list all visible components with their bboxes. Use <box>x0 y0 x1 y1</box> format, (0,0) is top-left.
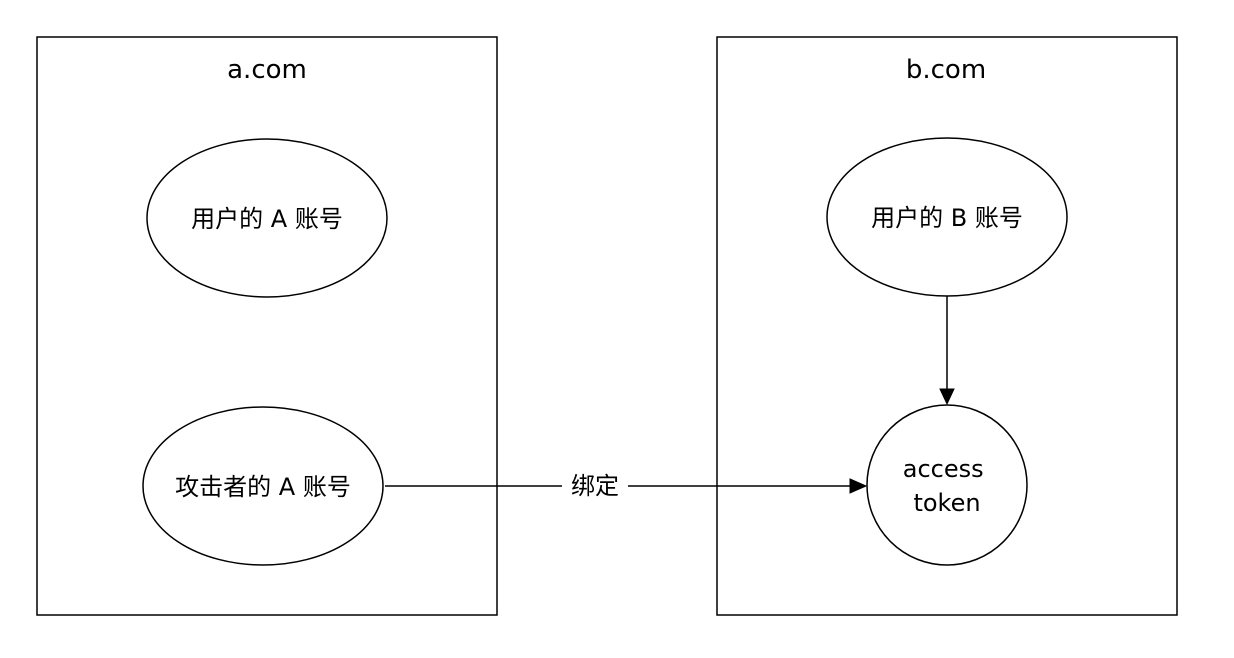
node-access-token: access token <box>866 404 1028 566</box>
container-a-com-title: a.com <box>227 55 307 85</box>
node-user-a-account-shape <box>146 138 388 298</box>
node-access-token-shape <box>866 404 1028 566</box>
container-b-com-title: b.com <box>906 55 986 85</box>
node-attacker-a-account-shape <box>142 406 384 566</box>
node-user-b-account-shape <box>826 137 1068 297</box>
node-attacker-a-account: 攻击者的 A 账号 <box>142 406 384 566</box>
node-attacker-a-account-label: 攻击者的 A 账号 <box>175 473 351 501</box>
edge-bind-label: 绑定 <box>571 472 619 500</box>
edge-bind: 绑定 <box>385 468 868 502</box>
node-user-a-account-label: 用户的 A 账号 <box>191 205 343 233</box>
arrowhead-right-icon <box>849 478 868 494</box>
edge-bind-label-bg <box>562 468 628 502</box>
node-user-b-account: 用户的 B 账号 <box>826 137 1068 297</box>
node-access-token-label-line-1: access <box>903 455 984 483</box>
node-access-token-label-line-2: token <box>913 489 980 517</box>
node-user-a-account: 用户的 A 账号 <box>146 138 388 298</box>
node-user-b-account-label: 用户的 B 账号 <box>871 204 1023 232</box>
node-access-token-label: access token <box>903 455 992 517</box>
arrowhead-down-icon <box>939 388 955 406</box>
edge-user-b-to-token <box>939 296 955 406</box>
